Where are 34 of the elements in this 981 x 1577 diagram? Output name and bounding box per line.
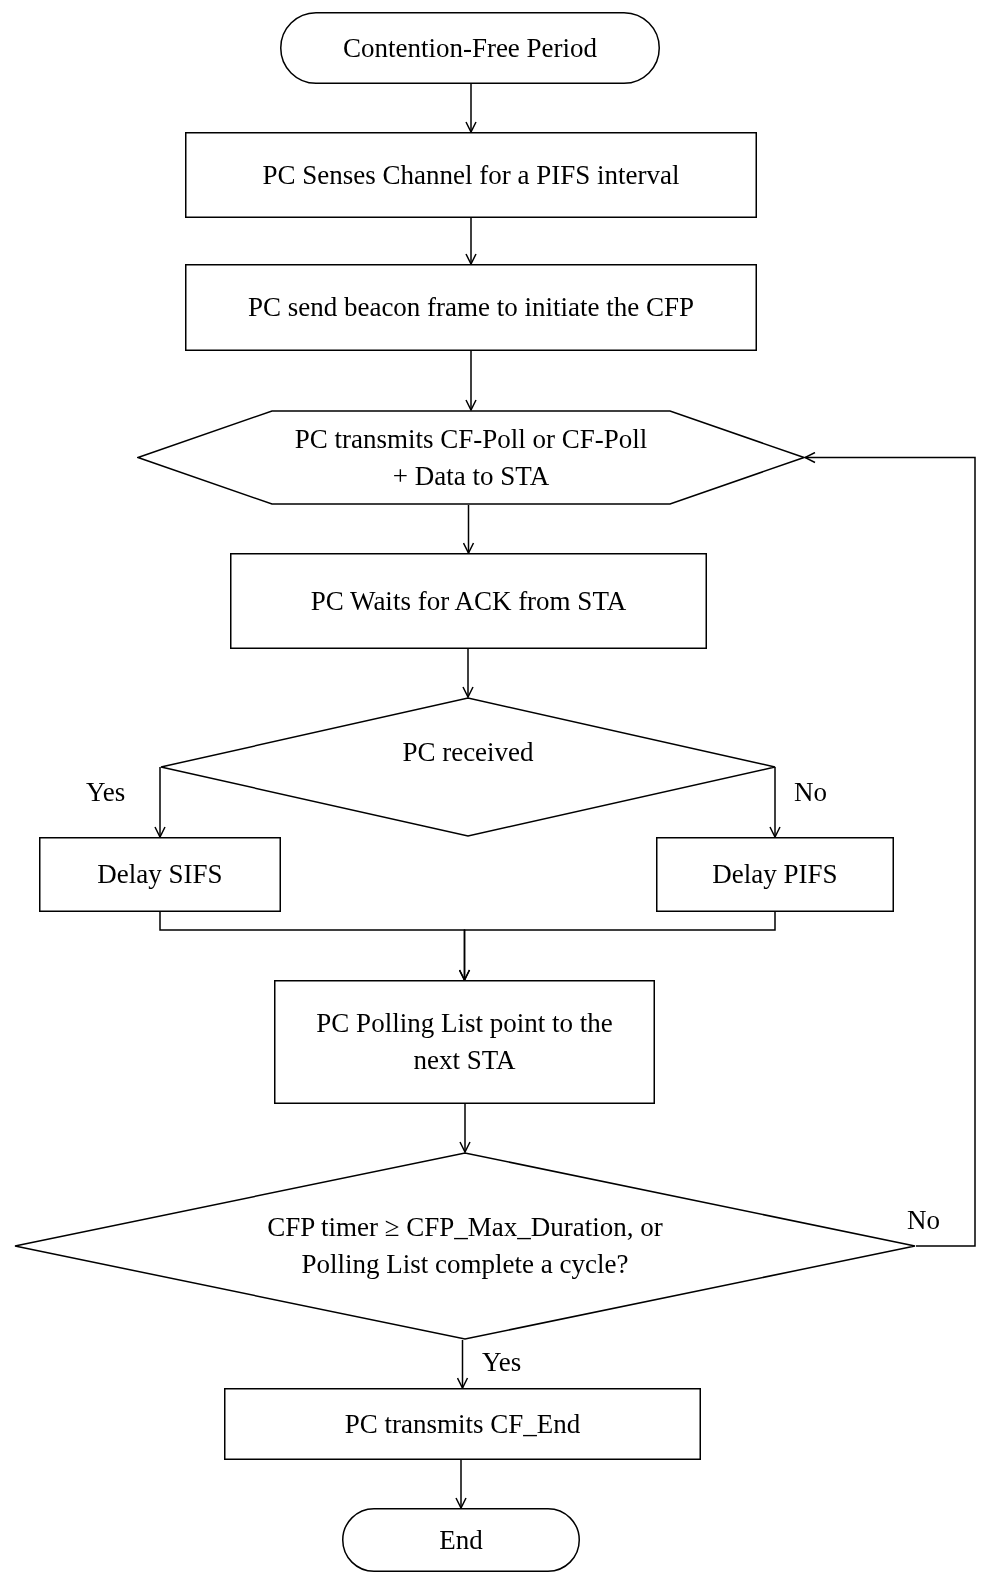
node-text: PC Senses Channel for a PIFS interval xyxy=(262,158,680,192)
process-box xyxy=(185,264,757,351)
process-box xyxy=(224,1388,701,1460)
node-text: End xyxy=(439,1523,483,1557)
preparation-hexagon xyxy=(137,410,805,505)
arrow xyxy=(465,217,477,265)
node-text: PC Polling List point to the next STA xyxy=(315,1007,614,1077)
node-text: Contention-Free Period xyxy=(342,31,598,65)
arrow xyxy=(465,350,477,411)
node-text: PC transmits CF-Poll or CF-Poll + Data to STA xyxy=(293,422,649,493)
arrow xyxy=(462,504,475,554)
node-text: PC send beacon frame to initiate the CFP xyxy=(247,291,695,324)
process-box xyxy=(230,553,707,649)
decision-diamond xyxy=(160,697,776,837)
arrow xyxy=(462,648,474,698)
process-box xyxy=(39,837,281,912)
arrow xyxy=(459,1103,471,1153)
node-text: PC Waits for ACK from STA xyxy=(310,584,627,618)
node-text: PC transmits CF_End xyxy=(344,1407,581,1441)
process-box xyxy=(274,980,655,1104)
arrow xyxy=(465,83,477,133)
end-terminal xyxy=(342,1508,580,1572)
process-box xyxy=(185,132,757,218)
arrow xyxy=(458,911,776,981)
node-text: CFP timer ≥ CFP_Max_Duration, or Polling List complete a cycle? xyxy=(266,1211,664,1281)
arrow xyxy=(804,451,976,1247)
arrow xyxy=(456,1339,469,1389)
arrow xyxy=(154,766,166,838)
node-text: Delay PIFS xyxy=(712,858,838,891)
arrow xyxy=(769,766,781,838)
node-text: PC received xyxy=(402,735,534,769)
process-box xyxy=(656,837,894,912)
node-text: Delay SIFS xyxy=(97,858,223,891)
arrow xyxy=(455,1459,467,1509)
